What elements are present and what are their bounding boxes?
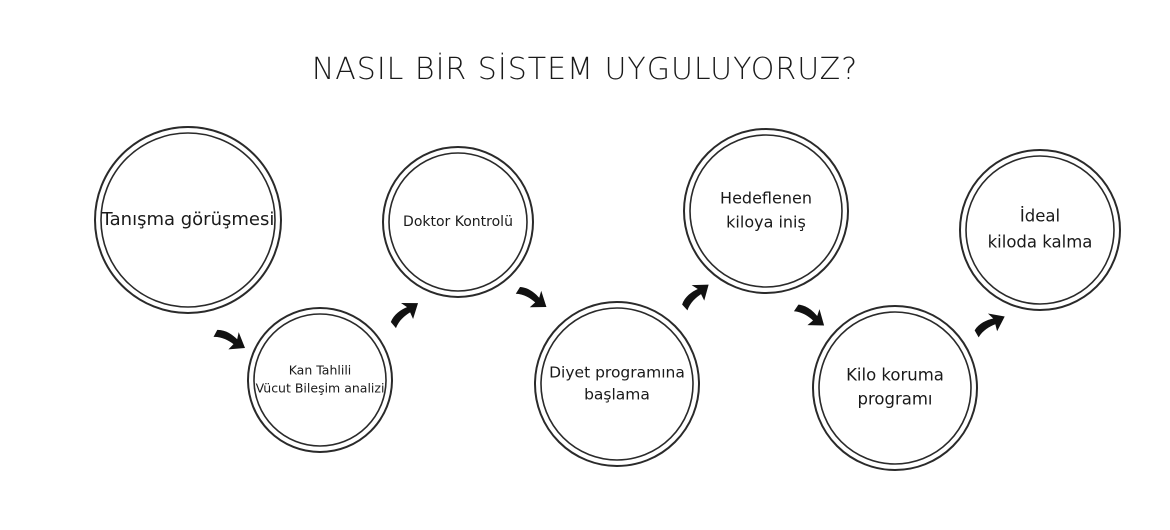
step-outer-ring xyxy=(247,307,393,453)
step-node-1: Tanışma görüşmesi xyxy=(94,126,282,314)
step-label-line: Diyet programına xyxy=(549,364,685,382)
step-label-line: Hedeflenen xyxy=(720,189,812,208)
step-inner-ring xyxy=(818,311,972,465)
step-inner-ring xyxy=(100,132,276,308)
step-label-line: Kilo koruma xyxy=(846,366,944,385)
arrows-layer xyxy=(213,284,1005,350)
flow-arrow-6 xyxy=(974,313,1005,338)
diagram-title: NASIL BİR SİSTEM UYGULUYORUZ? xyxy=(311,52,859,87)
step-outer-ring xyxy=(812,305,978,471)
step-inner-ring xyxy=(253,313,387,447)
step-label-line: İdeal xyxy=(1020,207,1060,226)
flow-arrow-4 xyxy=(682,284,709,311)
step-label-line: Vücut Bileşim analizi xyxy=(256,381,385,396)
step-label-line: kiloya iniş xyxy=(726,213,806,232)
step-inner-ring xyxy=(388,152,528,292)
step-inner-ring xyxy=(965,155,1115,305)
step-inner-ring xyxy=(689,134,843,288)
step-label-line: Kan Tahlili xyxy=(289,363,352,378)
step-node-4: Diyet programına başlama xyxy=(534,301,700,467)
step-label-line: programı xyxy=(857,390,932,409)
step-node-5: Hedeflenen kiloya iniş xyxy=(683,128,849,294)
step-label-line: kiloda kalma xyxy=(988,233,1093,252)
step-inner-ring xyxy=(540,307,694,461)
flow-arrow-3 xyxy=(515,286,547,308)
step-outer-ring xyxy=(959,149,1121,311)
flow-arrow-5 xyxy=(793,304,825,326)
step-node-3: Doktor Kontrolü xyxy=(382,146,534,298)
step-outer-ring xyxy=(534,301,700,467)
step-node-7: İdeal kiloda kalma xyxy=(959,149,1121,311)
flow-arrow-2 xyxy=(390,303,419,329)
step-label-line: başlama xyxy=(584,386,650,404)
step-outer-ring xyxy=(94,126,282,314)
flow-arrow-1 xyxy=(213,329,246,350)
step-outer-ring xyxy=(382,146,534,298)
step-node-6: Kilo koruma programı xyxy=(812,305,978,471)
step-outer-ring xyxy=(683,128,849,294)
step-label-line: Doktor Kontrolü xyxy=(403,214,513,230)
step-label-line: Tanışma görüşmesi xyxy=(101,209,275,230)
